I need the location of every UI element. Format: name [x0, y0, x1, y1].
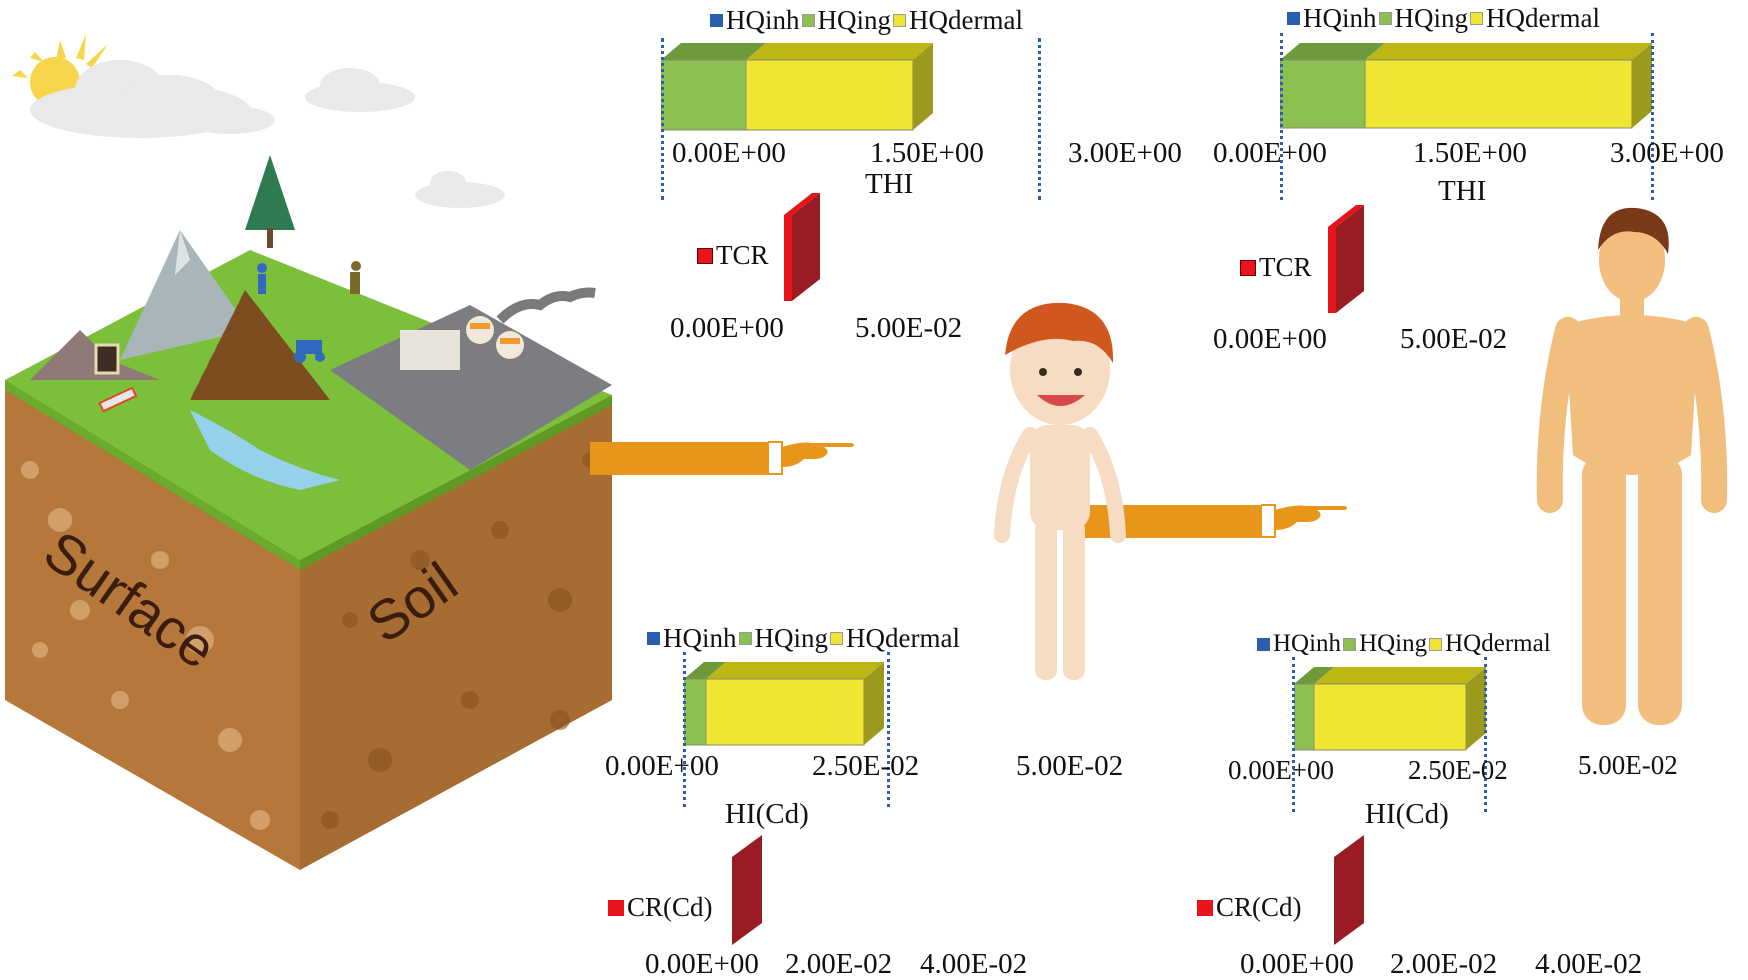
tick-label: 5.00E-02 — [1400, 323, 1508, 355]
legend-swatch-hqing — [1343, 637, 1357, 651]
child-figure-icon — [994, 302, 1126, 680]
legend-swatch-hqdermal — [893, 14, 906, 27]
mountain-icon — [120, 230, 250, 360]
tick-label: 0.00E+00 — [672, 137, 786, 169]
legend-label-hqing: HQing — [754, 623, 829, 653]
bar-adult-cr — [1334, 835, 1364, 945]
legend-swatch-tcr — [697, 247, 713, 264]
legend-label-cr: CR(Cd) — [1216, 892, 1302, 922]
tick-label: 3.00E+00 — [1068, 137, 1182, 169]
legend-swatch-hqinh — [647, 632, 660, 645]
tick-label: 0.00E+00 — [1240, 948, 1354, 980]
legend-swatch-hqinh — [1287, 12, 1300, 25]
legend-adult-hi: HQinh HQing HQdermal — [1255, 630, 1551, 658]
axis-title: THI — [1438, 175, 1487, 207]
tick-label: 4.00E-02 — [920, 948, 1028, 980]
stacked-bar-child-hi — [683, 662, 894, 747]
axis-guide-right — [1484, 657, 1487, 812]
legend-label-hqdermal: HQdermal — [1486, 3, 1600, 33]
legend-label-hqdermal: HQdermal — [846, 623, 960, 653]
legend-adult-thi: HQinh HQing HQdermal — [1285, 3, 1600, 34]
tick-label: 3.00E+00 — [1610, 137, 1724, 169]
mine-icon — [94, 343, 120, 375]
legend-label-hqing: HQing — [817, 5, 892, 35]
legend-label-hqdermal: HQdermal — [1445, 630, 1551, 657]
legend-swatch-hqdermal — [830, 632, 843, 645]
tractor-icon — [294, 340, 325, 363]
legend-label-cr: CR(Cd) — [627, 892, 713, 922]
axis-guide-left — [1280, 33, 1283, 200]
tick-label: 0.00E+00 — [1213, 323, 1327, 355]
tick-label: 0.00E+00 — [645, 948, 759, 980]
cloud-icon — [30, 60, 505, 208]
tick-label: 0.00E+00 — [1213, 137, 1327, 169]
legend-adult-cr: CR(Cd) — [1195, 892, 1302, 923]
river-icon — [190, 410, 340, 490]
legend-child-thi: HQinh HQing HQdermal — [708, 5, 1023, 36]
legend-child-tcr: TCR — [695, 240, 769, 271]
pointing-hand-icon — [768, 441, 854, 475]
axis-title: HI(Cd) — [725, 798, 809, 830]
tick-label: 5.00E-02 — [855, 312, 963, 344]
bar-child-tcr — [784, 193, 820, 301]
tick-label: 5.00E-02 — [1578, 750, 1678, 780]
legend-child-hi: HQinh HQing HQdermal — [645, 623, 960, 654]
legend-swatch-hqdermal — [1470, 12, 1483, 25]
legend-swatch-hqinh — [710, 14, 723, 27]
tick-label: 4.00E-02 — [1535, 948, 1643, 980]
legend-swatch-hqdermal — [1429, 637, 1443, 651]
tanker-truck-icon — [98, 386, 138, 413]
tick-label: 1.50E+00 — [870, 137, 984, 169]
axis-guide-right — [887, 652, 890, 807]
legend-child-cr: CR(Cd) — [606, 892, 713, 923]
tick-label: 2.50E-02 — [1408, 755, 1508, 785]
axis-title: THI — [865, 168, 914, 200]
legend-swatch-tcr — [1240, 259, 1256, 276]
pointing-hand-icon — [1261, 504, 1347, 538]
farmer-icon — [257, 261, 361, 294]
legend-swatch-hqing — [801, 14, 815, 27]
bar-child-cr — [732, 835, 762, 945]
legend-adult-tcr: TCR — [1238, 252, 1312, 283]
axis-guide-right — [1651, 33, 1654, 200]
tick-label: 0.00E+00 — [670, 312, 784, 344]
legend-label-hqinh: HQinh — [1303, 3, 1377, 33]
legend-label-hqing: HQing — [1394, 3, 1469, 33]
legend-label-hqdermal: HQdermal — [909, 5, 1023, 35]
legend-label-hqinh: HQinh — [1273, 630, 1342, 657]
axis-guide-right — [1038, 38, 1041, 200]
adult-figure-icon — [1536, 207, 1728, 725]
landslide-icon — [190, 290, 330, 400]
axis-title: HI(Cd) — [1365, 798, 1449, 830]
axis-guide-left — [661, 38, 664, 200]
stacked-bar-adult-thi — [1279, 43, 1660, 133]
axis-guide-left — [683, 652, 686, 807]
legend-label-hqing: HQing — [1359, 630, 1428, 657]
legend-swatch-cr — [608, 899, 624, 916]
legend-swatch-hqinh — [1257, 637, 1270, 651]
stacked-bar-adult-hi — [1293, 667, 1494, 752]
legend-swatch-cr — [1197, 899, 1213, 916]
tick-label: 2.00E-02 — [785, 948, 893, 980]
legend-label-hqinh: HQinh — [726, 5, 800, 35]
pine-tree-icon — [245, 155, 295, 248]
tick-label: 1.50E+00 — [1413, 137, 1527, 169]
tick-label: 0.00E+00 — [1228, 755, 1334, 785]
tick-label: 2.50E-02 — [812, 750, 920, 782]
tick-label: 0.00E+00 — [605, 750, 719, 782]
legend-label-hqinh: HQinh — [663, 623, 737, 653]
pointer-arrow-child — [590, 437, 855, 479]
tick-label: 5.00E-02 — [1016, 750, 1124, 782]
soil-block-illustration: Surface Soil — [5, 34, 612, 870]
tick-label: 2.00E-02 — [1390, 948, 1498, 980]
bar-adult-tcr — [1328, 205, 1364, 313]
legend-label-tcr: TCR — [1259, 252, 1312, 282]
stacked-bar-child-thi — [660, 43, 941, 135]
legend-swatch-hqing — [1378, 12, 1392, 25]
legend-swatch-hqing — [738, 632, 752, 645]
axis-guide-left — [1292, 657, 1295, 812]
soil-scene: Surface Soil — [0, 0, 620, 880]
legend-label-tcr: TCR — [716, 240, 769, 270]
